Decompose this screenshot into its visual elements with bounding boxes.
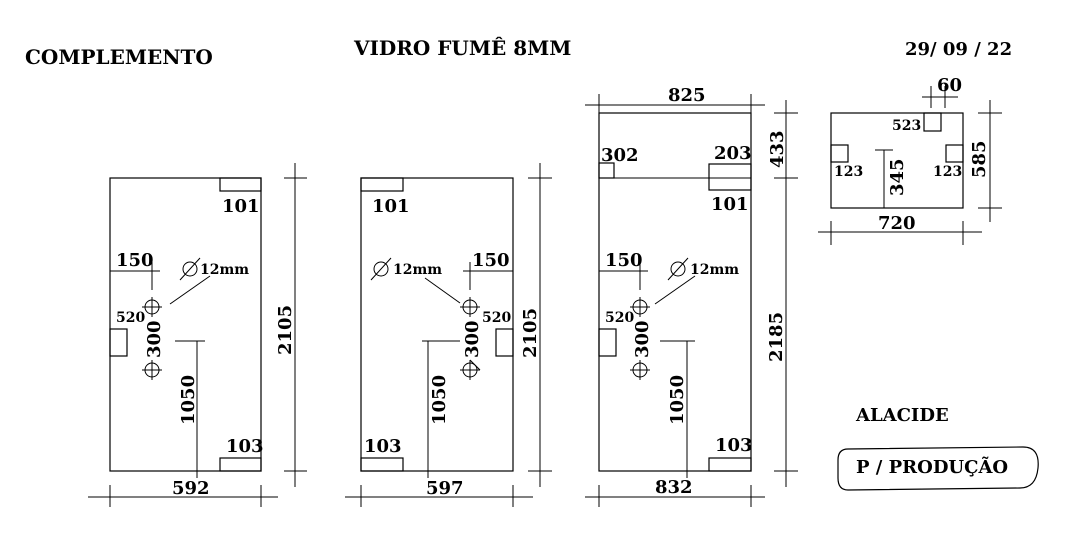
panel-4-width-label: 720 — [878, 213, 916, 234]
panel-3-diameter-label: 12mm — [690, 262, 739, 278]
panel-1-width-label: 592 — [172, 478, 210, 499]
production-stamp-border — [837, 446, 1039, 491]
panel-3-notch-top-label: 101 — [711, 194, 749, 215]
header-title-left: COMPLEMENTO — [25, 45, 213, 69]
panel-3-hole-height-label: 1050 — [667, 375, 688, 425]
panel-3-handle-label: 520 — [605, 310, 634, 326]
panel-1-notch-top — [219, 177, 262, 192]
panel-3-transom-left-label: 302 — [601, 145, 639, 166]
panel-2-notch-top-label: 101 — [372, 196, 410, 217]
panel-2: 101 103 520 150 12mm 300 1050 — [345, 163, 552, 507]
panel-2-hole-spacing-label: 300 — [462, 320, 483, 358]
panel-4-notch-top-label: 523 — [892, 118, 921, 134]
panel-4-notch-width-label: 60 — [937, 75, 962, 96]
panel-3-transom-left-cutout — [598, 162, 615, 179]
panel-3-transom-right-cutout — [708, 163, 752, 191]
panel-1-notch-bottom — [219, 457, 262, 472]
panel-2-diameter-icon — [370, 257, 392, 281]
panel-2-handle-label: 520 — [482, 310, 511, 326]
panel-1-hole-lower — [142, 360, 162, 380]
panel-1-handle-cutout — [109, 328, 128, 357]
panel-2-diameter-label: 12mm — [393, 262, 442, 278]
panel-1-hole-upper — [142, 297, 162, 317]
header-title-center: VIDRO FUMÊ 8MM — [353, 36, 571, 60]
panel-4-notch-right-label: 123 — [933, 164, 962, 180]
panel-3-hole-lower — [630, 360, 650, 380]
panel-4-notch-left-label: 123 — [834, 164, 863, 180]
panel-3-notch-bottom — [708, 457, 752, 472]
panel-2-leader — [424, 277, 461, 304]
panel-1-notch-bottom-label: 103 — [226, 436, 264, 457]
panel-3-outline — [598, 112, 752, 472]
panel-1-outline — [109, 177, 262, 472]
panel-4-height-label: 585 — [969, 140, 990, 178]
panel-1-hole-height-label: 1050 — [178, 375, 199, 425]
panel-2-hole-upper — [460, 297, 480, 317]
panel-2-height-label: 2105 — [520, 308, 541, 358]
production-stamp-label: P / PRODUÇÃO — [856, 455, 1008, 478]
panel-3-transom-right-label: 203 — [714, 143, 752, 164]
panel-1-height-label: 2105 — [275, 305, 296, 355]
panel-3-diameter-icon — [667, 257, 689, 281]
panel-3-top-width-label: 825 — [668, 85, 706, 106]
panel-3-bottom-width-label: 832 — [655, 477, 693, 498]
panel-2-outline — [360, 177, 514, 472]
panel-2-handle-cutout — [495, 328, 514, 357]
panel-1-hole-offset-label: 150 — [116, 250, 154, 271]
panel-3-leader — [654, 275, 696, 305]
panel-2-notch-bottom — [360, 457, 404, 472]
panel-3-handle-cutout — [598, 328, 617, 357]
panel-2-notch-top — [360, 177, 404, 192]
panel-2-notch-bottom-label: 103 — [364, 436, 402, 457]
panel-4: 60 523 123 123 345 585 720 — [818, 75, 1002, 245]
panel-3-hole-spacing-label: 300 — [632, 320, 653, 358]
panel-4-notch-right — [945, 144, 964, 163]
panel-2-hole-lower — [460, 359, 481, 380]
header-date: 29/ 09 / 22 — [905, 39, 1012, 60]
panel-1-handle-label: 520 — [116, 310, 145, 326]
panel-3-main-height-label: 2185 — [766, 312, 787, 362]
panel-1-diameter-label: 12mm — [200, 262, 249, 278]
panel-2-hole-height-label: 1050 — [429, 375, 450, 425]
panel-3-hole-offset-label: 150 — [605, 250, 643, 271]
panel-3-top-height-label: 433 — [767, 130, 788, 168]
panel-1-hole-spacing-label: 300 — [144, 320, 165, 358]
panel-1: 101 103 520 150 12mm 300 — [88, 163, 307, 507]
panel-1-diameter-icon — [179, 257, 201, 281]
client-name: ALACIDE — [855, 405, 949, 426]
panel-3: 825 302 203 101 103 520 150 12mm — [585, 85, 798, 507]
panel-3-notch-bottom-label: 103 — [715, 435, 753, 456]
panel-4-center-height-label: 345 — [887, 158, 908, 196]
panel-1-leader — [169, 275, 211, 305]
panel-3-hole-upper — [630, 297, 650, 317]
panel-2-width-label: 597 — [426, 478, 464, 499]
panel-4-notch-left — [830, 144, 849, 163]
panel-4-notch-top — [923, 112, 942, 132]
panel-2-hole-offset-label: 150 — [472, 250, 510, 271]
panel-1-notch-top-label: 101 — [222, 196, 260, 217]
